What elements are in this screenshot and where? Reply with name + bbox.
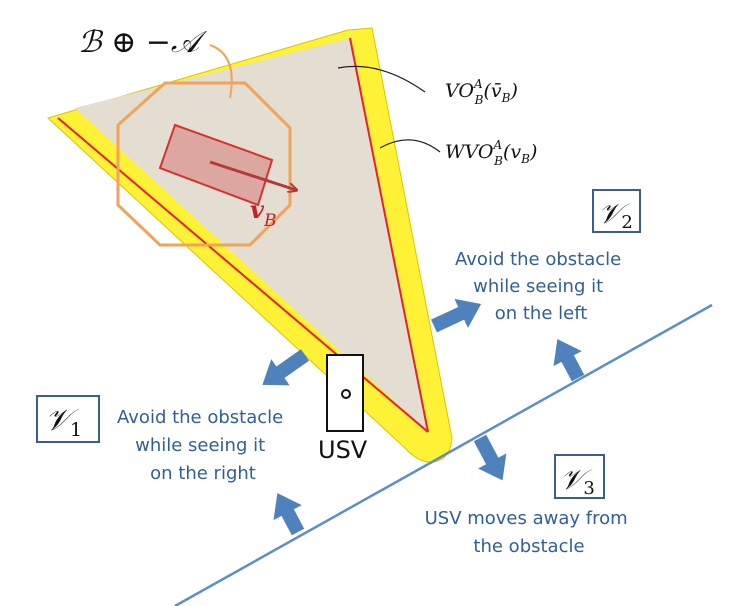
v1-label-box — [36, 395, 100, 443]
v3-description: USV moves away from the obstacle — [425, 508, 634, 557]
vo-leader-line — [337, 65, 426, 93]
arrow-v3-down — [473, 434, 507, 481]
wvo-leader-line — [379, 139, 441, 153]
v1-description: Avoid the obstacle while seeing it on th… — [117, 407, 289, 484]
v3-label-box — [554, 454, 605, 499]
minkowski-leader-line — [209, 44, 233, 99]
usv-rectangle — [326, 354, 364, 432]
minkowski-label: ℬ ⊕ −𝒜 — [78, 25, 208, 60]
velocity-arrow — [209, 160, 296, 190]
vo-left-edge — [57, 117, 429, 433]
v3-boundary-line — [174, 303, 713, 606]
arrow-v1-line-up — [273, 493, 305, 536]
velocity-label: vB — [250, 195, 276, 231]
v2-label-box — [592, 189, 641, 233]
arrow-v1-down-left — [262, 349, 310, 386]
vo-cone — [75, 38, 428, 432]
vo-right-edge — [349, 37, 429, 433]
usv-label: USV — [318, 436, 368, 464]
v2-description: Avoid the obstacle while seeing it on th… — [455, 249, 627, 324]
minkowski-sum-outline — [116, 81, 292, 247]
arrow-v2-up-right — [431, 298, 482, 333]
arrow-v2-line-up — [553, 339, 585, 382]
usv-marker-dot — [341, 389, 351, 399]
